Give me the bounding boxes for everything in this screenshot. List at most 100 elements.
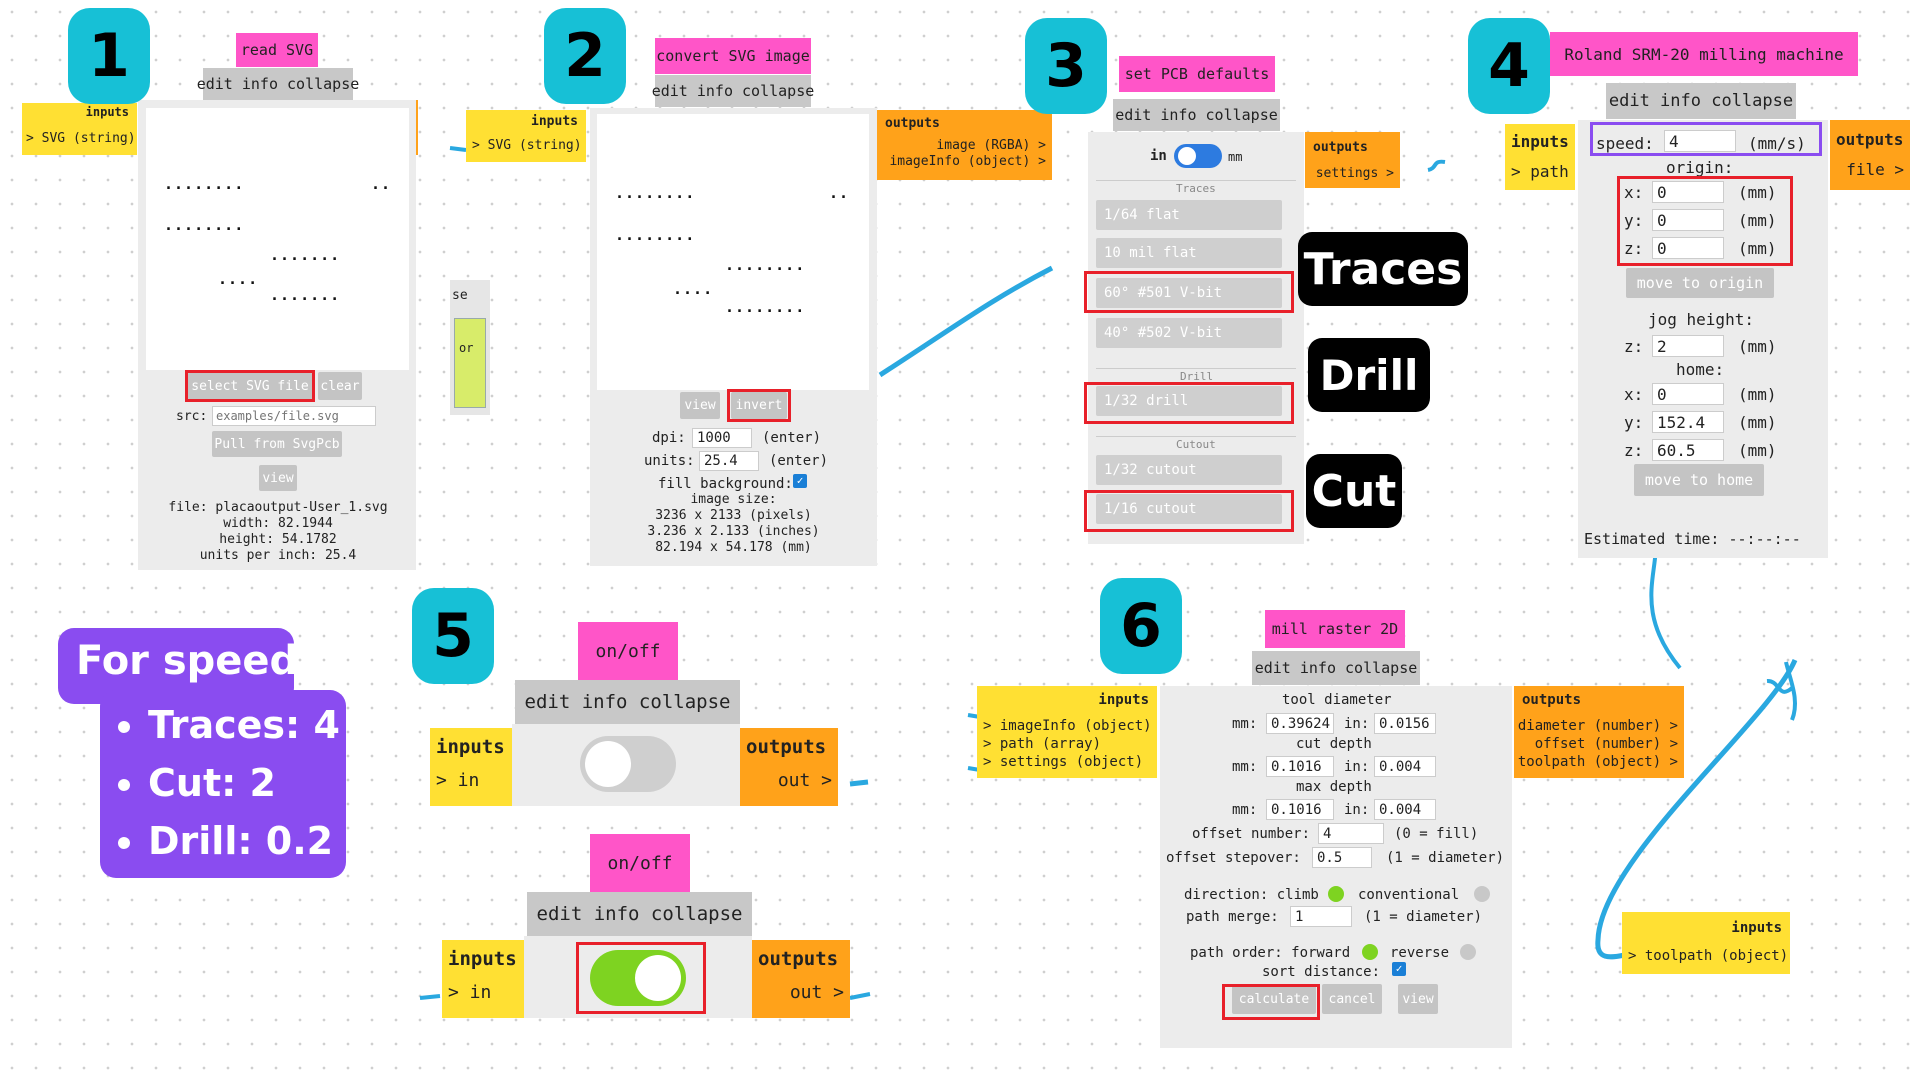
onoff-edit-bar-on[interactable]: edit info collapse — [527, 892, 752, 936]
in-input-port[interactable]: > in — [448, 982, 492, 1003]
conventional-radio[interactable] — [1474, 886, 1490, 902]
toggle-knob — [635, 955, 681, 1001]
home-y-input[interactable]: 152.4 — [1652, 411, 1724, 433]
origin-y-unit: (mm) — [1738, 211, 1777, 230]
imageinfo-input-port[interactable]: > imageInfo (object) — [983, 718, 1152, 734]
select-svg-file-button[interactable]: select SVG file — [188, 372, 312, 400]
onoff-toggle-off[interactable] — [580, 736, 676, 792]
forward-radio[interactable] — [1362, 944, 1378, 960]
pcb-defaults-title[interactable]: set PCB defaults — [1119, 56, 1275, 92]
convert-svg-title[interactable]: convert SVG image — [655, 38, 811, 74]
pcb-defaults-edit-bar[interactable]: edit info collapse — [1113, 99, 1280, 131]
units-toggle[interactable] — [1174, 144, 1222, 168]
file-name: file: placaoutput-User_1.svg — [168, 500, 388, 515]
units-input[interactable]: 25.4 — [699, 451, 759, 471]
toolpath-input-port[interactable]: > toolpath (object) — [1628, 948, 1789, 964]
imageinfo-output-port[interactable]: imageInfo (object) > — [889, 154, 1046, 169]
reverse-radio[interactable] — [1460, 944, 1476, 960]
jog-z-input[interactable]: 2 — [1652, 335, 1724, 357]
file-output-port[interactable]: file > — [1846, 160, 1904, 179]
view-button[interactable]: view — [1398, 984, 1438, 1014]
reverse-label: reverse — [1390, 945, 1450, 961]
tool-diameter-mm-input[interactable]: 0.39624 — [1266, 713, 1334, 734]
preset-1-32-drill[interactable]: 1/32 drill — [1096, 386, 1282, 416]
view-button[interactable]: view — [259, 465, 297, 491]
path-input-port[interactable]: > path (array) — [983, 736, 1102, 752]
cut-depth-mm-input[interactable]: 0.1016 — [1266, 756, 1334, 777]
settings-input-port[interactable]: > settings (object) — [983, 754, 1144, 770]
climb-radio[interactable] — [1328, 886, 1344, 902]
fragment-text: or — [459, 341, 474, 355]
dpi-input[interactable]: 1000 — [692, 428, 752, 448]
onoff-title-on[interactable]: on/off — [590, 834, 690, 892]
clear-button[interactable]: clear — [318, 372, 362, 400]
max-depth-in-input[interactable]: 0.004 — [1374, 799, 1436, 820]
convert-svg-edit-bar[interactable]: edit info collapse — [652, 75, 814, 107]
home-x-input[interactable]: 0 — [1652, 383, 1724, 405]
preset-1-64-flat[interactable]: 1/64 flat — [1096, 200, 1282, 230]
fill-background-checkbox[interactable]: ✓ — [793, 474, 807, 488]
in-input-port[interactable]: > in — [436, 770, 480, 791]
src-input[interactable] — [212, 406, 376, 426]
origin-z-input[interactable]: 0 — [1652, 237, 1724, 259]
preset-40-v-bit[interactable]: 40° #502 V-bit — [1096, 318, 1282, 348]
trace-dots: ....... — [270, 246, 341, 264]
trace-dots: .. — [829, 184, 850, 202]
trace-dots: .... — [218, 270, 259, 288]
offset-number-input[interactable]: 4 — [1318, 823, 1384, 844]
speed-input[interactable]: 4 — [1664, 130, 1736, 152]
svg-string-input-port[interactable]: > SVG (string) — [472, 138, 582, 153]
tool-diameter-in-input[interactable]: 0.0156 — [1374, 713, 1436, 734]
preset-60-v-bit[interactable]: 60° #501 V-bit — [1096, 278, 1282, 308]
onoff-toggle-on[interactable] — [590, 950, 686, 1006]
highlight-vbit — [1084, 271, 1294, 313]
origin-x-input[interactable]: 0 — [1652, 181, 1724, 203]
view-button[interactable]: view — [680, 392, 720, 419]
preset-10-mil-flat[interactable]: 10 mil flat — [1096, 238, 1282, 268]
out-output-port[interactable]: out > — [789, 982, 844, 1003]
inputs-header: inputs — [531, 114, 578, 129]
in-label: in — [1150, 148, 1167, 164]
in-label: in: — [1344, 716, 1370, 732]
home-header: home: — [1676, 360, 1725, 379]
calculate-button[interactable]: calculate — [1232, 984, 1316, 1014]
roland-edit-bar[interactable]: edit info collapse — [1606, 83, 1796, 119]
path-order-label: path order: forward — [1190, 945, 1351, 961]
home-z-input[interactable]: 60.5 — [1652, 439, 1724, 461]
read-svg-title[interactable]: read SVG — [236, 33, 318, 67]
diameter-output-port[interactable]: diameter (number) > — [1517, 718, 1678, 734]
home-z-unit: (mm) — [1738, 441, 1777, 460]
label-drill: Drill — [1308, 338, 1430, 412]
out-output-port[interactable]: out > — [777, 770, 832, 791]
pull-from-svgpcb-button[interactable]: Pull from SvgPcb — [212, 431, 342, 457]
roland-title[interactable]: Roland SRM-20 milling machine — [1550, 32, 1858, 76]
path-input-port[interactable]: > path — [1511, 162, 1569, 181]
trace-dots: .... — [673, 280, 714, 298]
highlight-drill — [1084, 382, 1294, 424]
offset-output-port[interactable]: offset (number) > — [1534, 736, 1678, 752]
max-depth-mm-input[interactable]: 0.1016 — [1266, 799, 1334, 820]
origin-y-input[interactable]: 0 — [1652, 209, 1724, 231]
cut-depth-in-input[interactable]: 0.004 — [1374, 756, 1436, 777]
fragment-textarea[interactable]: or — [454, 318, 486, 408]
read-svg-edit-bar[interactable]: edit info collapse — [197, 68, 359, 100]
preset-1-32-cutout[interactable]: 1/32 cutout — [1096, 455, 1282, 485]
offset-stepover-input[interactable]: 0.5 — [1312, 847, 1372, 868]
move-to-origin-button[interactable]: move to origin — [1626, 268, 1774, 298]
sort-distance-checkbox[interactable]: ✓ — [1392, 962, 1406, 976]
toolpath-output-port[interactable]: toolpath (object) > — [1517, 754, 1678, 770]
cancel-button[interactable]: cancel — [1322, 984, 1382, 1014]
preset-1-16-cutout[interactable]: 1/16 cutout — [1096, 494, 1282, 524]
svg-string-input-port[interactable]: > SVG (string) — [26, 131, 136, 146]
mill-raster-title[interactable]: mill raster 2D — [1265, 610, 1405, 648]
onoff-title-off[interactable]: on/off — [578, 622, 678, 680]
move-to-home-button[interactable]: move to home — [1634, 464, 1764, 496]
settings-output-port[interactable]: settings > — [1315, 166, 1394, 181]
path-merge-input[interactable]: 1 — [1290, 906, 1352, 927]
image-rgba-output-port[interactable]: image (RGBA) > — [936, 138, 1046, 153]
invert-button[interactable]: invert — [731, 392, 787, 419]
speed-label: speed: — [1596, 134, 1654, 153]
mill-raster-edit-bar[interactable]: edit info collapse — [1252, 651, 1420, 685]
onoff-edit-bar-off[interactable]: edit info collapse — [515, 680, 740, 724]
pcb-defaults-outputs: outputs settings > — [1305, 132, 1400, 188]
